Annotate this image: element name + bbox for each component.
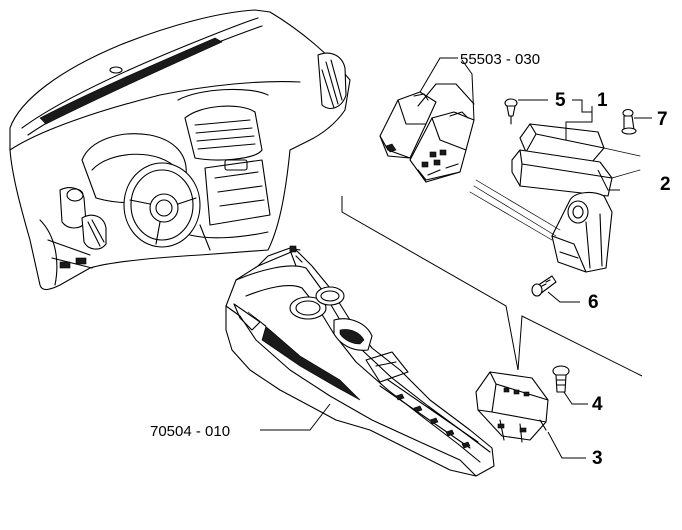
bolt-6 <box>531 275 580 303</box>
callout-6: 6 <box>588 292 599 313</box>
switch-panels-55503-030 <box>379 57 475 183</box>
armrest-assembly <box>469 123 641 273</box>
callout-2: 2 <box>660 174 671 195</box>
screw-5 <box>504 98 548 125</box>
callout-3: 3 <box>592 448 603 469</box>
bracket-3 <box>475 371 586 459</box>
callout-7: 7 <box>657 109 668 130</box>
part-ref-lower: 70504 - 010 <box>150 423 230 440</box>
bolt-4 <box>552 365 588 405</box>
callout-1: 1 <box>597 90 608 111</box>
bolt-7 <box>621 108 652 135</box>
callout-4: 4 <box>592 394 603 415</box>
dashboard-illustration <box>9 9 351 291</box>
assembly-lines <box>341 99 643 377</box>
callout-5: 5 <box>555 90 566 111</box>
center-console-70504-010 <box>225 245 495 477</box>
part-ref-upper: 55503 - 030 <box>460 51 540 68</box>
